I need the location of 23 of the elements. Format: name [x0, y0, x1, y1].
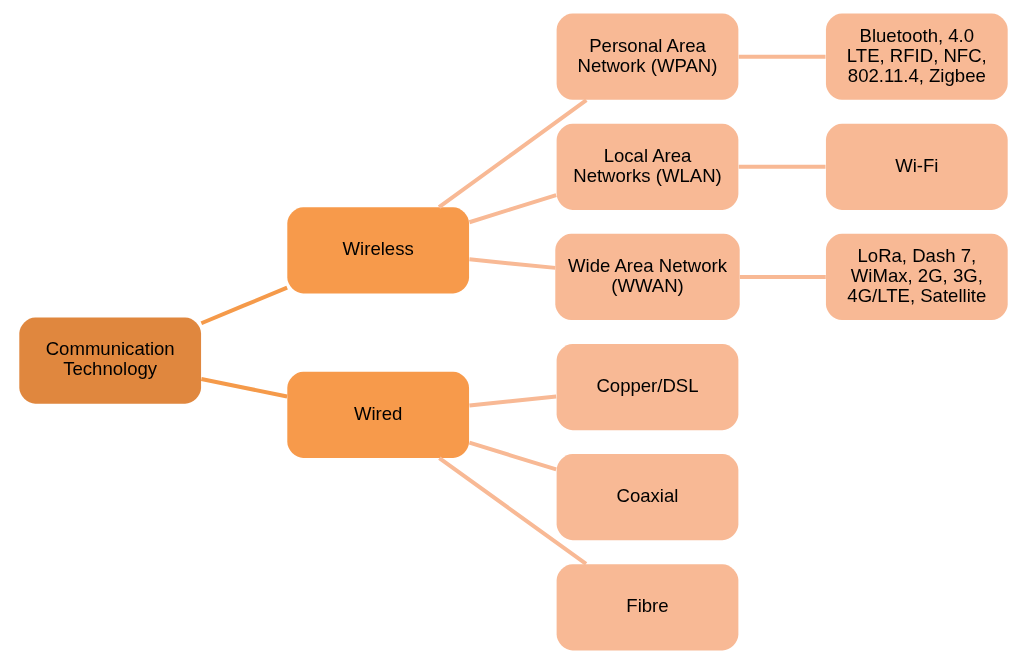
connector	[468, 394, 556, 408]
node-box: Coaxial	[556, 454, 738, 541]
node-box: Local Area Networks (WLAN)	[556, 123, 738, 210]
node-box: Wide Area Network (WWAN)	[554, 233, 740, 321]
connector	[468, 193, 557, 225]
connector	[738, 54, 825, 59]
node-box: Wi-Fi	[825, 123, 1008, 210]
node-box: Wired	[286, 371, 469, 459]
node-box: Personal Area Network (WPAN)	[556, 13, 738, 100]
connector	[437, 98, 588, 209]
node-box: LoRa, Dash 7, WiMax, 2G, 3G, 4G/LTE, Satellite	[825, 233, 1008, 321]
connector	[437, 456, 587, 566]
connector	[738, 164, 825, 169]
node-box: Copper/DSL	[556, 343, 738, 431]
connector	[200, 377, 287, 399]
connector	[468, 440, 557, 472]
connector	[200, 285, 288, 326]
connector	[739, 274, 826, 279]
node-box: Fibre	[556, 564, 738, 651]
connector	[468, 257, 555, 270]
node-box: Communication Technology	[18, 317, 201, 404]
node-box: Bluetooth, 4.0 LTE, RFID, NFC, 802.11.4, Zigbee	[825, 13, 1008, 100]
node-box: Wireless	[286, 207, 469, 294]
